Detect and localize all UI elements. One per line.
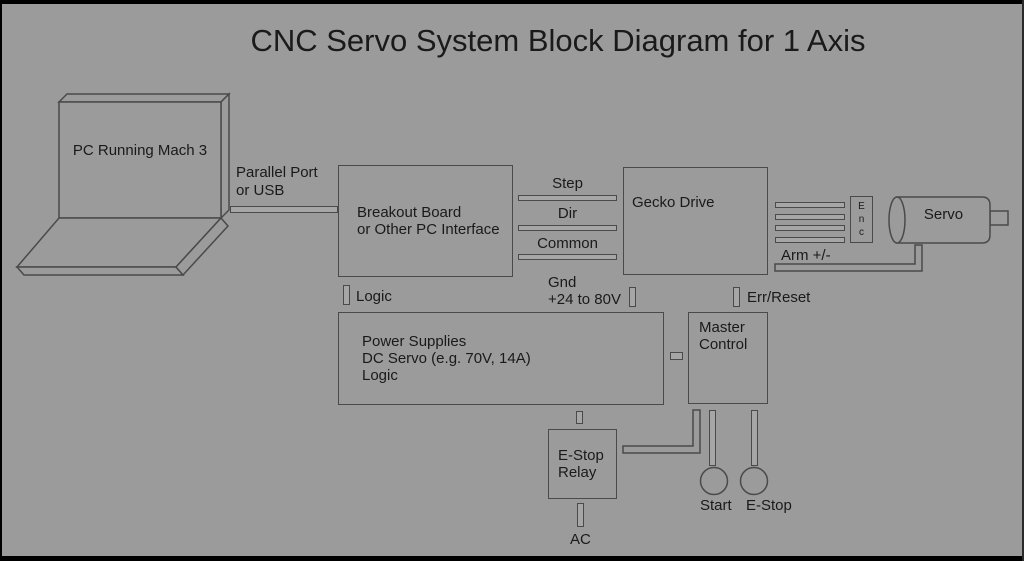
encoder-letter-c: c xyxy=(859,227,864,238)
parallel-cable xyxy=(230,206,338,213)
power-supplies-block: Power Supplies DC Servo (e.g. 70V, 14A) … xyxy=(338,312,664,405)
start-label: Start xyxy=(700,497,732,514)
pc-link-label-line1: Parallel Port xyxy=(236,164,318,181)
logic-label: Logic xyxy=(356,288,392,305)
frame-edge-top xyxy=(0,0,1024,4)
logic-connector xyxy=(343,285,350,305)
servo-motor-shape xyxy=(888,196,1009,244)
encoder-block: E n c xyxy=(850,196,873,243)
arm-label: Arm +/- xyxy=(781,247,831,264)
start-button-wire xyxy=(709,410,716,466)
estop-relay-block: E-Stop Relay xyxy=(548,429,617,499)
estop-relay-line2: Relay xyxy=(558,464,597,481)
gecko-drive-block: Gecko Drive xyxy=(623,167,768,275)
master-control-block: Master Control xyxy=(688,312,768,404)
common-wire xyxy=(518,254,617,260)
power-supplies-line3: Logic xyxy=(362,367,398,384)
estop-label: E-Stop xyxy=(746,497,792,514)
encoder-letter-n: n xyxy=(858,214,865,225)
estop-button-wire xyxy=(751,410,758,466)
master-control-line2: Control xyxy=(699,336,748,353)
servo-body xyxy=(896,196,991,244)
master-control-line1: Master xyxy=(699,319,745,336)
laptop-screen-right-edge xyxy=(220,92,230,220)
estop-relay-to-master-wire xyxy=(622,409,701,454)
err-reset-connector xyxy=(733,287,740,307)
encoder-wire-2 xyxy=(775,214,845,220)
ac-connector xyxy=(577,503,584,527)
power-supplies-line1: Power Supplies xyxy=(362,333,467,350)
power-supplies-line2: DC Servo (e.g. 70V, 14A) xyxy=(362,350,531,367)
laptop-icon xyxy=(15,92,231,277)
start-button-circle xyxy=(699,466,729,496)
common-label: Common xyxy=(537,235,598,252)
gnd-label-line1: Gnd xyxy=(548,274,577,291)
encoder-wire-1 xyxy=(775,202,845,208)
dir-wire xyxy=(518,225,617,231)
step-label: Step xyxy=(552,175,583,192)
estop-button-circle xyxy=(739,466,769,496)
encoder-letter-e: E xyxy=(858,201,865,212)
frame-edge-left xyxy=(0,0,2,561)
err-reset-label: Err/Reset xyxy=(747,289,811,306)
gnd-label-line2: +24 to 80V xyxy=(548,290,621,308)
estop-relay-line1: E-Stop xyxy=(558,447,604,464)
laptop-screen-top-edge xyxy=(57,93,231,103)
power-to-master-connector xyxy=(670,352,683,360)
encoder-wire-4 xyxy=(775,237,845,243)
frame-edge-bottom xyxy=(0,556,1024,561)
ac-label: AC xyxy=(570,531,591,548)
laptop-base-right xyxy=(174,216,230,277)
servo-shaft xyxy=(989,210,1009,226)
breakout-board-block: Breakout Board or Other PC Interface xyxy=(338,165,513,277)
breakout-board-line2: or Other PC Interface xyxy=(357,221,500,238)
servo-label: Servo xyxy=(923,206,964,223)
servo-end-cap xyxy=(888,196,906,244)
encoder-wire-3 xyxy=(775,225,845,231)
step-wire xyxy=(518,195,617,201)
gecko-drive-label: Gecko Drive xyxy=(632,194,715,211)
power-to-relay-connector xyxy=(576,411,583,424)
dir-label: Dir xyxy=(557,205,578,222)
gnd-connector xyxy=(629,287,636,307)
laptop-screen xyxy=(58,101,222,219)
diagram-title: CNC Servo System Block Diagram for 1 Axi… xyxy=(250,23,866,58)
laptop-base-front xyxy=(15,266,185,276)
arm-wire xyxy=(774,244,923,272)
pc-link-label: Parallel Port or USB xyxy=(236,164,318,199)
pc-link-label-line2: or USB xyxy=(236,181,285,199)
breakout-board-line1: Breakout Board xyxy=(357,204,462,221)
pc-block-label: PC Running Mach 3 xyxy=(72,142,208,159)
frame-edge-right xyxy=(1022,0,1024,561)
gnd-label: Gnd +24 to 80V xyxy=(548,274,621,308)
